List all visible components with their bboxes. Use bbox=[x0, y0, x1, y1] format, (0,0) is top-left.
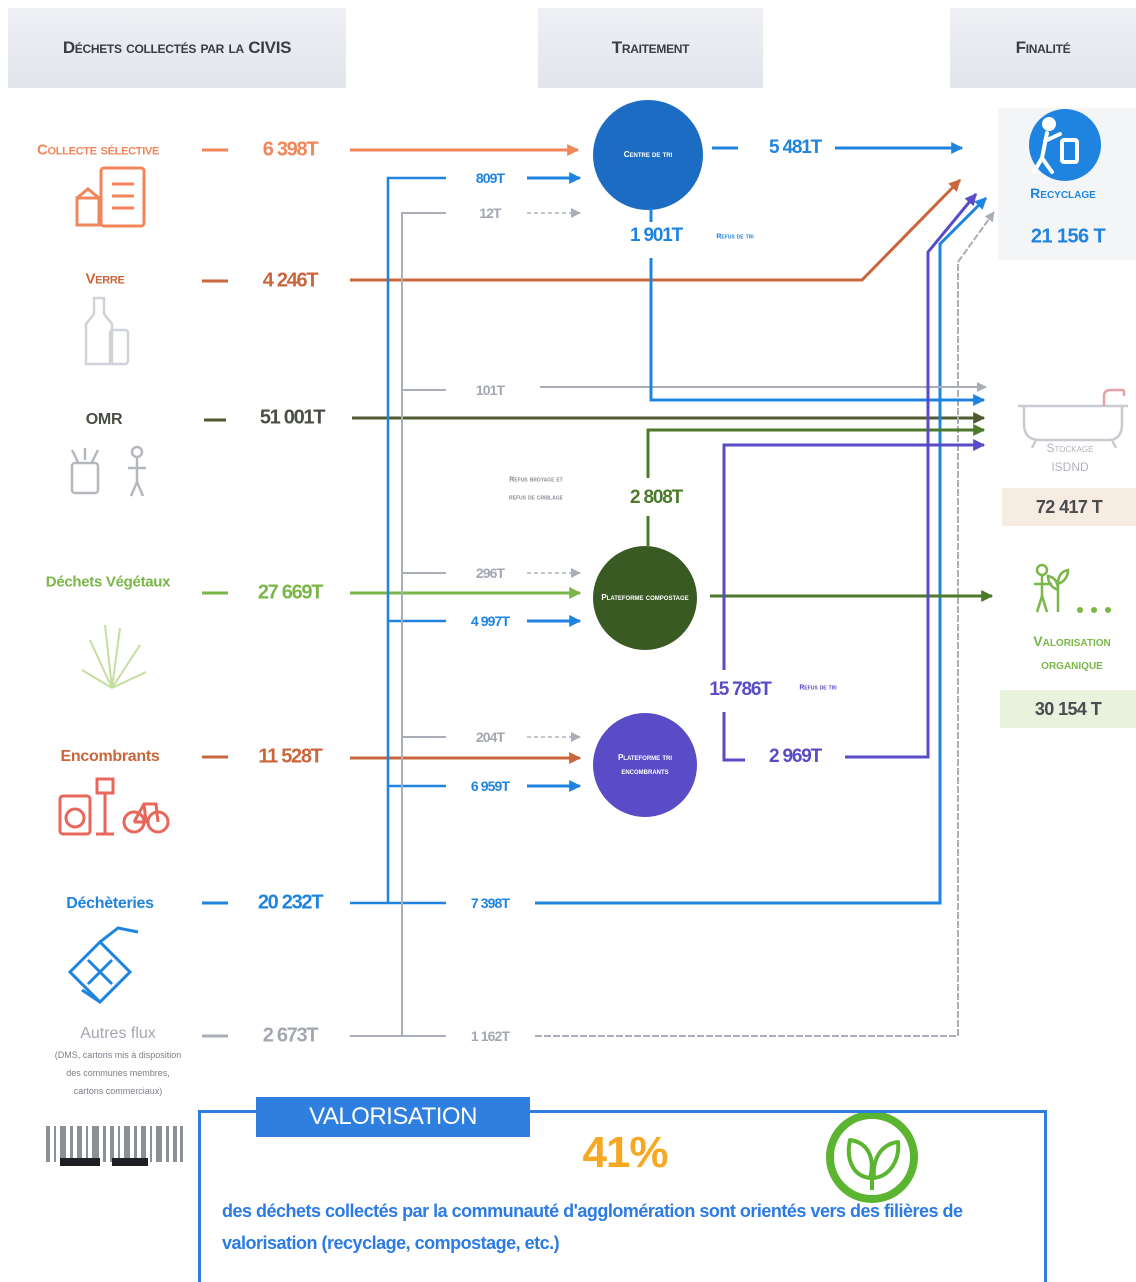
compostage-refus-note-line: Refus broyage et bbox=[509, 476, 563, 484]
flow-tri-encombrants-to-recyclage bbox=[845, 193, 978, 759]
compostage-node bbox=[593, 546, 697, 650]
centre-tri-output: 5 481T bbox=[769, 137, 822, 158]
stockage-label-line: ISDND bbox=[1051, 460, 1089, 474]
banner-tab: VALORISATION bbox=[256, 1097, 530, 1137]
decheteries-collector-line bbox=[350, 176, 446, 905]
flow-label-decheteries-encombrants: 6 959T bbox=[470, 778, 510, 794]
source-vegetaux-tonnage: 27 669T bbox=[257, 581, 324, 604]
grass-icon bbox=[81, 624, 147, 689]
header-finality-title: Finalité bbox=[1015, 38, 1071, 57]
leaf-icon bbox=[826, 1111, 918, 1203]
header-collected-title: Déchets collectés par la CIVIS bbox=[62, 38, 292, 57]
valorisation-banner bbox=[198, 1110, 1047, 1282]
valorisation-organique-label-line: Valorisation bbox=[1033, 633, 1111, 649]
tri-encombrants-label: Plateforme tri encombrants bbox=[617, 753, 673, 776]
flow-tri-encombrants-refus-to-stockage bbox=[722, 439, 986, 670]
banner-text: des déchets collectés par la communauté … bbox=[222, 1201, 963, 1253]
centre-tri-label: Centre de tri bbox=[623, 150, 673, 159]
stockage-label-line: Stockage bbox=[1046, 441, 1094, 455]
tri-encombrants-output: 2 969T bbox=[769, 746, 822, 767]
source-decheteries-label: Déchèteries bbox=[66, 895, 154, 912]
tri-encombrants-junction bbox=[722, 712, 745, 762]
gardener-plant-icon bbox=[1034, 563, 1112, 614]
household-waste-people-icon bbox=[70, 445, 146, 497]
tri-encombrants-node bbox=[593, 713, 697, 817]
barcode-icon bbox=[46, 1126, 183, 1166]
recycling-center-hands-icon bbox=[67, 926, 139, 1005]
recyclage-label: Recyclage bbox=[1030, 185, 1096, 201]
source-autres-label: Autres flux bbox=[80, 1025, 156, 1042]
source-decheteries-tonnage: 20 232T bbox=[257, 891, 324, 914]
flow-label-autres-centre-tri: 12T bbox=[479, 205, 501, 221]
compostage-label: Plateforme compostage bbox=[601, 593, 689, 602]
source-collecte-label: Collecte sélective bbox=[36, 141, 160, 159]
recyclage-total: 21 156 T bbox=[1030, 225, 1106, 248]
flow-verre-to-recyclage bbox=[350, 178, 962, 282]
source-omr-tonnage: 51 001T bbox=[259, 406, 326, 429]
flow-label-decheteries-centre-tri: 809T bbox=[475, 170, 505, 186]
tri-encombrants-refus-note: Refus de tri bbox=[799, 684, 837, 692]
flow-label-autres-stockage: 101T bbox=[475, 382, 505, 398]
flow-label-decheteries-compostage: 4 997T bbox=[470, 613, 510, 629]
row-dashes bbox=[202, 148, 228, 1038]
source-verre-label: Verre bbox=[85, 270, 125, 288]
compostage-refus-note-line: refus de criblage bbox=[509, 494, 563, 502]
landfill-bathtub-icon bbox=[1018, 388, 1128, 449]
flow-label-autres-encombrants: 204T bbox=[475, 729, 505, 745]
header-finality: Finalité bbox=[950, 8, 1136, 88]
header-treatment-title: Traitement bbox=[611, 38, 690, 57]
source-autres-note-line: des communes membres, bbox=[66, 1068, 170, 1078]
header-collected: Déchets collectés par la CIVIS bbox=[8, 8, 346, 88]
source-verre-tonnage: 4 246T bbox=[262, 269, 319, 292]
flow-decheteries-to-recyclage bbox=[535, 196, 988, 905]
compostage-refus: 2 808T bbox=[630, 487, 683, 508]
centre-tri-node bbox=[593, 100, 703, 210]
flow-autres-to-recyclage bbox=[535, 211, 995, 1037]
autres-collector-line bbox=[350, 212, 446, 1037]
stockage-total: 72 417 T bbox=[1002, 488, 1136, 526]
source-encombrants-tonnage: 11 528T bbox=[258, 745, 322, 768]
source-vegetaux-label: Déchets Végétaux bbox=[45, 573, 171, 591]
flow-centre-tri-refus-to-stockage bbox=[649, 258, 986, 406]
source-autres-tonnage: 2 673T bbox=[262, 1024, 319, 1047]
source-autres-note-line: cartons commerciaux) bbox=[73, 1086, 163, 1096]
centre-tri-refus: 1 901T bbox=[630, 225, 683, 246]
bulky-items-icon bbox=[58, 777, 170, 836]
flow-label-decheteries-recyclage: 7 398T bbox=[470, 895, 510, 911]
valorisation-organique-label-line: organique bbox=[1041, 656, 1103, 672]
source-collecte-tonnage: 6 398T bbox=[262, 138, 319, 161]
flow-label-autres-recyclage: 1 162T bbox=[470, 1028, 510, 1044]
tri-encombrants-refus: 15 786T bbox=[709, 679, 772, 700]
header-treatment: Traitement bbox=[538, 8, 763, 88]
sorting-bin-document-icon bbox=[75, 166, 146, 228]
centre-tri-refus-note: Refus de tri bbox=[716, 233, 754, 241]
recycling-person-icon bbox=[1029, 109, 1101, 181]
source-encombrants-label: Encombrants bbox=[60, 748, 160, 765]
source-autres-note-line: (DMS, cartons mis à disposition bbox=[54, 1050, 182, 1060]
flow-compostage-refus-to-stockage bbox=[646, 424, 986, 478]
source-omr-label: OMR bbox=[85, 411, 123, 428]
valorisation-organique-total: 30 154 T bbox=[1000, 690, 1136, 728]
flow-label-autres-compostage: 296T bbox=[475, 565, 505, 581]
banner-percent: 41% bbox=[582, 1128, 668, 1177]
glass-bottles-icon bbox=[84, 296, 130, 366]
